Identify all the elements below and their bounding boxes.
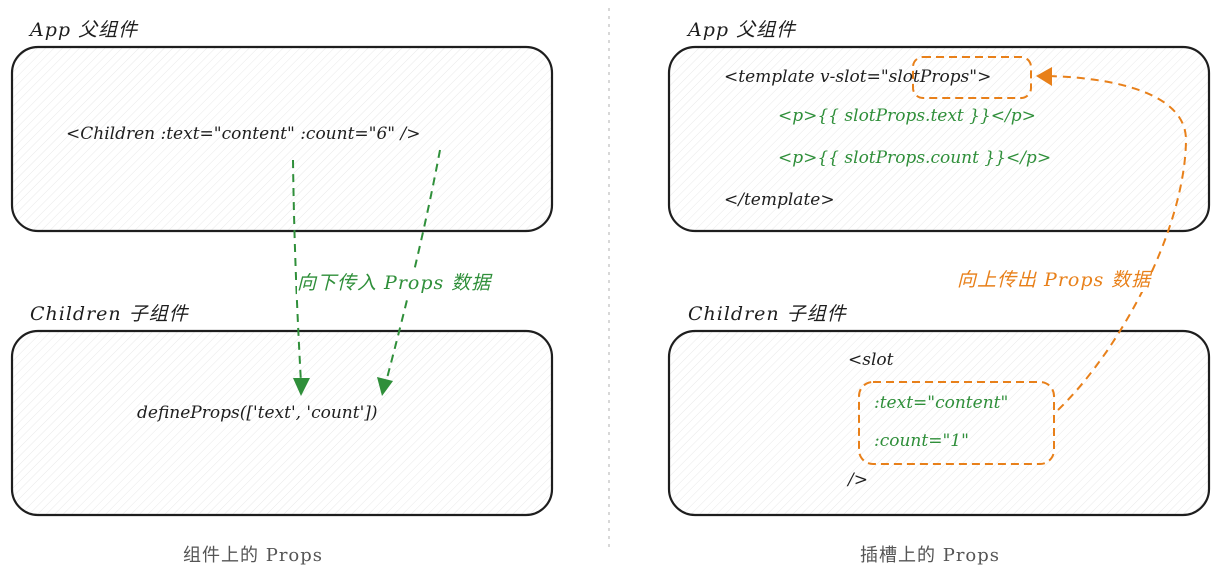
slot-attr-count: :count="1"	[874, 431, 969, 451]
green-arrow-count	[385, 149, 441, 383]
template-open: <template v-slot=	[724, 67, 881, 87]
right-parent-label: App 父组件	[688, 19, 797, 41]
template-close: </template>	[724, 190, 835, 210]
slot-attr-text: :text="content"	[874, 393, 1009, 413]
green-arrowhead-count	[377, 377, 393, 396]
slot-close: />	[848, 470, 868, 490]
right-child-label: Children 子组件	[688, 303, 847, 325]
template-open-end: >	[977, 67, 992, 87]
slot-attrs-highlight	[858, 381, 1055, 465]
green-arrow-text	[292, 159, 302, 384]
slotprops-value: "slotProps"	[880, 67, 978, 87]
left-arrow-label: 向下传入 Props 数据	[297, 268, 492, 295]
left-parent-code: <Children :text="content" :count="6" />	[66, 124, 421, 144]
green-arrowhead-text	[293, 378, 310, 396]
left-child-code: defineProps(['text', 'count'])	[137, 403, 378, 423]
template-open-line: <template v-slot="slotProps">	[724, 67, 991, 87]
left-child-label: Children 子组件	[30, 303, 189, 325]
left-caption: 组件上的 Props	[183, 545, 324, 566]
slot-open: <slot	[848, 350, 894, 370]
right-parent-box	[667, 45, 1211, 233]
left-parent-box	[10, 45, 554, 233]
orange-arrowhead	[1036, 67, 1052, 86]
orange-arrow-up	[1047, 75, 1188, 411]
left-parent-label: App 父组件	[30, 19, 139, 41]
template-line-text: <p>{{ slotProps.text }}</p>	[778, 106, 1036, 126]
right-child-box	[667, 329, 1211, 517]
right-caption: 插槽上的 Props	[860, 545, 1001, 566]
template-line-count: <p>{{ slotProps.count }}</p>	[778, 148, 1052, 168]
left-child-box	[10, 329, 554, 517]
slotprops-highlight	[912, 56, 1032, 99]
right-arrow-label: 向上传出 Props 数据	[957, 265, 1152, 292]
